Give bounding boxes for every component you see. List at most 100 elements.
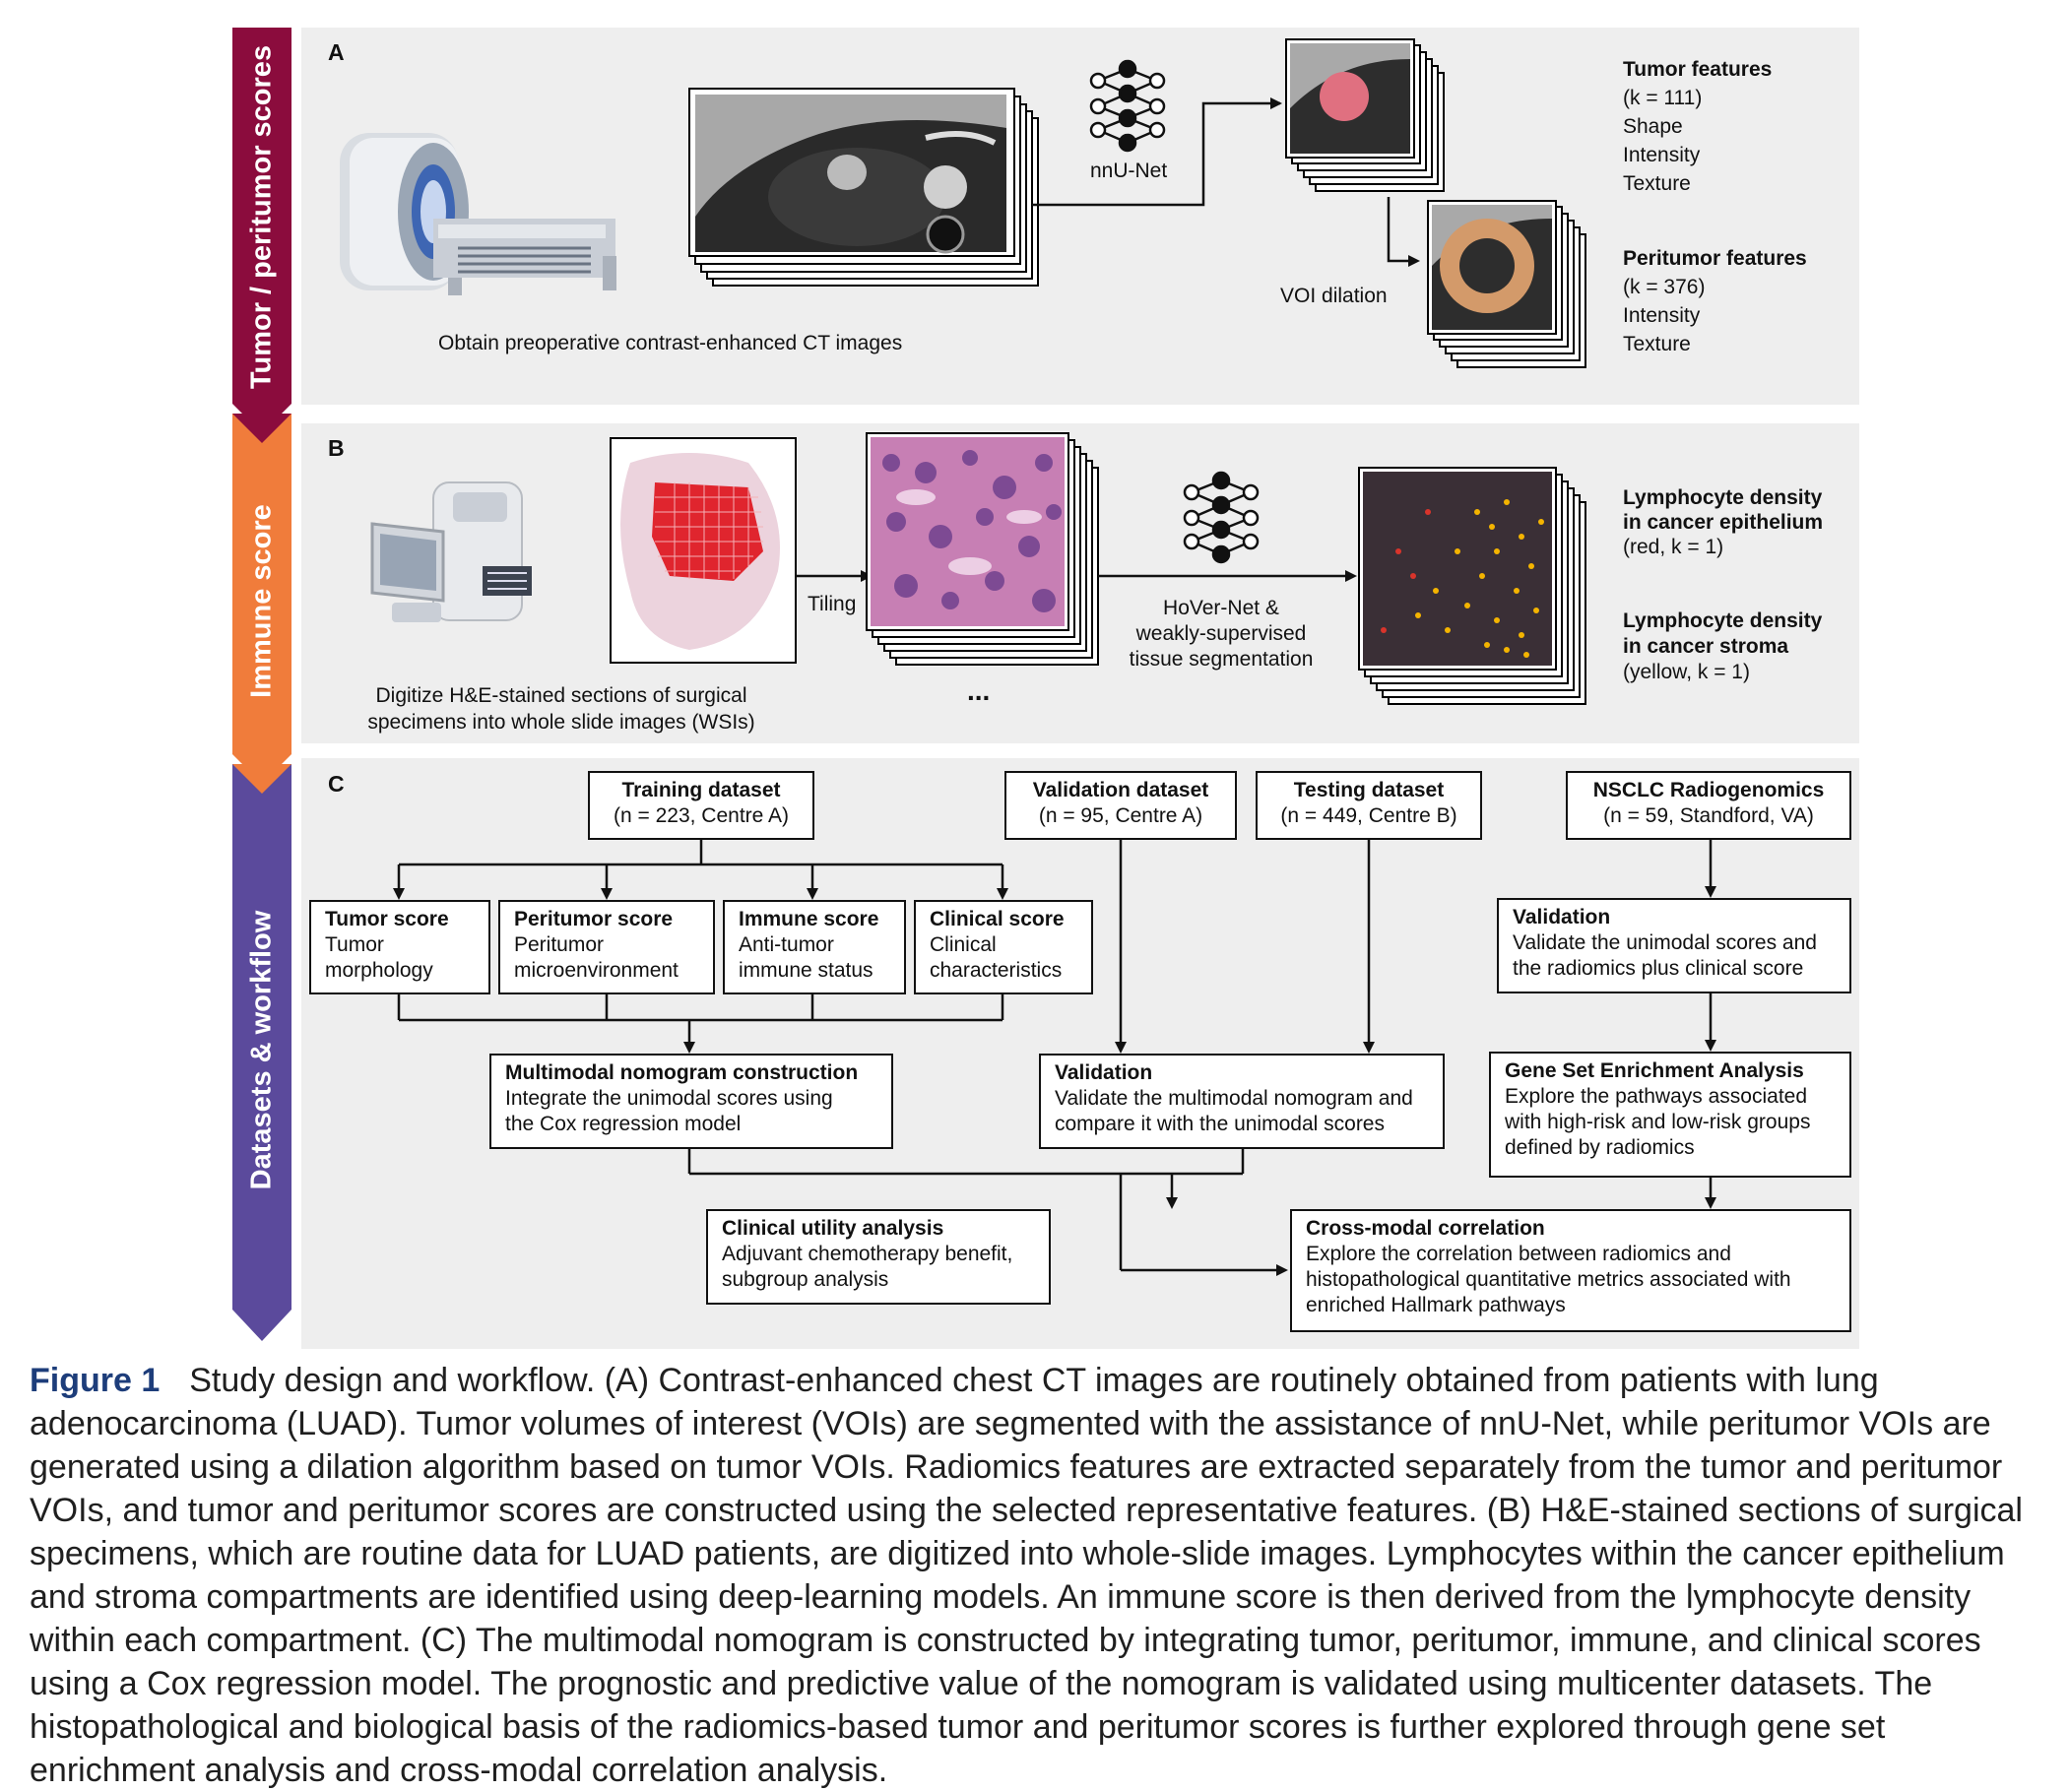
training-dataset-box: Training dataset (n = 223, Centre A) xyxy=(588,771,814,840)
hovernet-label-line: HoVer-Net & xyxy=(1163,597,1279,619)
immune-score-line: Anti-tumor xyxy=(739,933,834,956)
figure-caption-label: Figure 1 xyxy=(30,1362,161,1399)
ribbon-c xyxy=(232,764,291,1341)
cross-modal-title: Cross-modal correlation xyxy=(1306,1217,1545,1240)
panel-c-label: C xyxy=(328,771,345,797)
training-dataset-title: Training dataset xyxy=(621,779,781,801)
tumor-features-line: Texture xyxy=(1623,172,1691,195)
tumor-score-title: Tumor score xyxy=(325,908,449,930)
tumor-score-box: Tumor score Tumor morphology xyxy=(309,900,490,994)
clinical-utility-title: Clinical utility analysis xyxy=(722,1217,944,1240)
testing-dataset-title: Testing dataset xyxy=(1293,779,1445,801)
gsea-line: with high-risk and low-risk groups xyxy=(1505,1111,1811,1133)
scanner-caption-line: Digitize H&E-stained sections of surgica… xyxy=(375,684,747,707)
nsclc-validation-line: Validate the unimodal scores and xyxy=(1513,931,1817,954)
clinical-score-box: Clinical score Clinical characteristics xyxy=(914,900,1093,994)
tiling-label: Tiling xyxy=(808,593,857,615)
gsea-box: Gene Set Enrichment Analysis Explore the… xyxy=(1489,1052,1851,1178)
cross-modal-line: enriched Hallmark pathways xyxy=(1306,1294,1566,1316)
slide-scanner-icon xyxy=(370,481,532,622)
testing-dataset-sub: (n = 449, Centre B) xyxy=(1280,804,1457,827)
nnunet-label: nnU-Net xyxy=(1090,160,1168,182)
panel-b-label: B xyxy=(328,435,345,461)
epithelium-title-line: Lymphocyte density xyxy=(1623,486,1823,509)
gsea-title: Gene Set Enrichment Analysis xyxy=(1505,1059,1804,1082)
tumor-score-line: morphology xyxy=(325,959,433,982)
peritumor-score-line: microenvironment xyxy=(514,959,679,982)
scanner-caption-line: specimens into whole slide images (WSIs) xyxy=(367,711,755,734)
immune-score-line: immune status xyxy=(739,959,873,982)
clinical-score-line: characteristics xyxy=(930,959,1063,982)
cross-modal-line: histopathological quantitative metrics a… xyxy=(1306,1268,1791,1291)
tile-stack xyxy=(866,432,1099,666)
nsclc-dataset-sub: (n = 59, Standford, VA) xyxy=(1603,804,1814,827)
figure-caption-text: Study design and workflow. (A) Contrast-… xyxy=(30,1362,2023,1789)
panel-a xyxy=(301,28,1859,405)
stroma-note: (yellow, k = 1) xyxy=(1623,661,1750,683)
gsea-line: defined by radiomics xyxy=(1505,1136,1695,1159)
nsclc-validation-box: Validation Validate the unimodal scores … xyxy=(1497,898,1851,993)
validation-dataset-box: Validation dataset (n = 95, Centre A) xyxy=(1004,771,1237,840)
ct-scanner-icon xyxy=(340,133,616,295)
training-dataset-sub: (n = 223, Centre A) xyxy=(613,804,790,827)
cross-modal-line: Explore the correlation between radiomic… xyxy=(1306,1243,1731,1265)
tumor-features-line: Intensity xyxy=(1623,144,1701,166)
validation-dataset-title: Validation dataset xyxy=(1032,779,1209,801)
validation-box: Validation Validate the multimodal nomog… xyxy=(1039,1054,1445,1149)
tumor-features-line: Shape xyxy=(1623,115,1683,138)
immune-score-title: Immune score xyxy=(739,908,879,930)
ribbon-a xyxy=(232,28,291,433)
nomogram-title: Multimodal nomogram construction xyxy=(505,1061,859,1084)
tumor-image-stack xyxy=(1285,38,1445,192)
tumor-score-line: Tumor xyxy=(325,933,384,956)
ribbon-c-notch xyxy=(232,764,291,794)
testing-dataset-box: Testing dataset (n = 449, Centre B) xyxy=(1256,771,1482,840)
validation-title: Validation xyxy=(1055,1061,1153,1084)
clinical-utility-line: subgroup analysis xyxy=(722,1268,889,1291)
nomogram-line: the Cox regression model xyxy=(505,1113,742,1135)
voi-dilation-label: VOI dilation xyxy=(1280,285,1388,307)
gsea-line: Explore the pathways associated xyxy=(1505,1085,1808,1108)
tumor-features-title: Tumor features xyxy=(1623,58,1773,81)
peritumor-features-line: Intensity xyxy=(1623,304,1701,327)
peritumor-score-box: Peritumor score Peritumor microenvironme… xyxy=(498,900,715,994)
nsclc-dataset-box: NSCLC Radiogenomics (n = 59, Standford, … xyxy=(1566,771,1851,840)
peritumor-image-stack xyxy=(1427,200,1586,368)
neural-network-icon-a xyxy=(1089,59,1166,153)
clinical-utility-line: Adjuvant chemotherapy benefit, xyxy=(722,1243,1013,1265)
panel-a-label: A xyxy=(328,39,345,65)
arrow-ct-to-tumor xyxy=(1032,101,1280,207)
validation-dataset-sub: (n = 95, Centre A) xyxy=(1038,804,1203,827)
nsclc-dataset-title: NSCLC Radiogenomics xyxy=(1592,779,1825,801)
clinical-score-line: Clinical xyxy=(930,933,997,956)
ct-image-stack xyxy=(688,88,1039,287)
ribbon-b xyxy=(232,414,291,784)
peritumor-features-title: Peritumor features xyxy=(1623,247,1807,270)
arrow-tumor-to-peritumor xyxy=(1387,197,1416,263)
nomogram-box: Multimodal nomogram construction Integra… xyxy=(489,1054,893,1149)
lymphocyte-overlay-stack xyxy=(1358,467,1586,705)
epithelium-note: (red, k = 1) xyxy=(1623,536,1724,558)
validation-line: compare it with the unimodal scores xyxy=(1055,1113,1385,1135)
validation-line: Validate the multimodal nomogram and xyxy=(1055,1087,1413,1110)
epithelium-title-line: in cancer epithelium xyxy=(1623,511,1824,534)
peritumor-features-line: (k = 376) xyxy=(1623,276,1706,298)
tiles-ellipsis: ... xyxy=(967,675,991,706)
clinical-score-title: Clinical score xyxy=(930,908,1065,930)
hovernet-label-line: tissue segmentation xyxy=(1129,648,1314,671)
stroma-title-line: Lymphocyte density xyxy=(1623,609,1823,632)
cross-modal-box: Cross-modal correlation Explore the corr… xyxy=(1290,1209,1851,1332)
peritumor-score-line: Peritumor xyxy=(514,933,605,956)
peritumor-score-title: Peritumor score xyxy=(514,908,674,930)
stroma-title-line: in cancer stroma xyxy=(1623,635,1789,658)
hovernet-label-line: weakly-supervised xyxy=(1135,622,1307,645)
peritumor-features-line: Texture xyxy=(1623,333,1691,355)
ct-caption: Obtain preoperative contrast-enhanced CT… xyxy=(438,332,903,354)
tumor-features-line: (k = 111) xyxy=(1623,87,1703,109)
nsclc-validation-line: the radiomics plus clinical score xyxy=(1513,957,1804,980)
